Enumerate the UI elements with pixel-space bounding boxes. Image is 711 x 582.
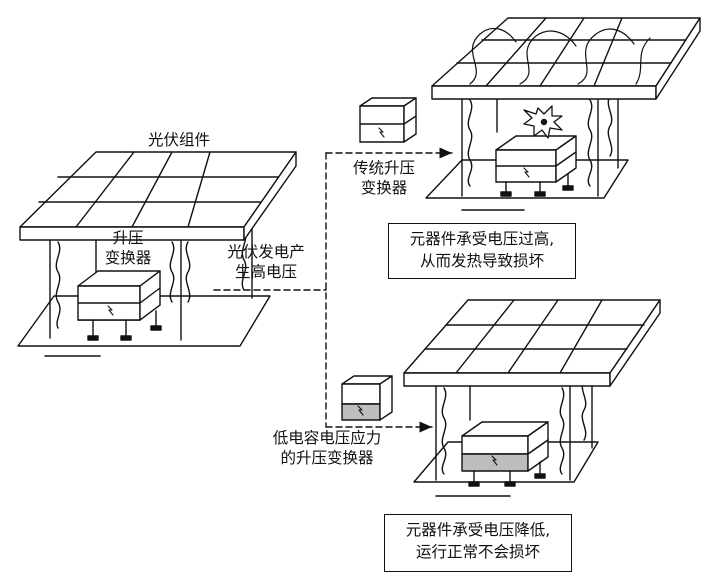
- low-stress-converter-label-line1: 低电容电压应力: [272, 429, 382, 447]
- left-converter-box: [77, 270, 162, 341]
- traditional-converter-small-box: [359, 97, 417, 143]
- damage-result-box: 元器件承受电压过高, 从而发热导致损坏: [388, 223, 576, 279]
- boost-converter-label-line1: 升压: [112, 229, 144, 247]
- pv-high-voltage-label-line1: 光伏发电产: [227, 243, 305, 261]
- traditional-converter-label-line2: 变换器: [360, 179, 408, 197]
- boost-converter-label: 升压 变换器: [98, 228, 158, 268]
- top-right-pv-system: [425, 17, 701, 211]
- traditional-converter-label-line1: 传统升压: [352, 159, 415, 177]
- boost-converter-label-line2: 变换器: [104, 249, 152, 267]
- low-stress-converter-label-line2: 的升压变换器: [280, 449, 374, 467]
- pv-high-voltage-label-line2: 生高电压: [234, 263, 297, 281]
- normal-result-line2: 运行正常不会损坏: [415, 543, 540, 561]
- damage-result-line1: 元器件承受电压过高,: [409, 230, 555, 248]
- normal-result-line1: 元器件承受电压降低,: [405, 521, 551, 539]
- lightning-icon: [378, 127, 385, 138]
- bottom-right-pv-system: [403, 299, 661, 497]
- low-stress-converter-label: 低电容电压应力 的升压变换器: [252, 428, 402, 468]
- lightning-icon: [357, 405, 364, 416]
- flow-arrows: [213, 147, 453, 433]
- left-pv-system: [17, 151, 297, 357]
- normal-result-box: 元器件承受电压降低, 运行正常不会损坏: [384, 514, 572, 572]
- damaged-converter-box: [495, 135, 577, 197]
- damage-result-line2: 从而发热导致损坏: [419, 252, 544, 270]
- low-stress-converter-box: [461, 421, 549, 487]
- pv-module-label: 光伏组件: [148, 131, 211, 149]
- pv-high-voltage-label: 光伏发电产 生高电压: [210, 242, 322, 282]
- traditional-converter-label: 传统升压 变换器: [334, 158, 434, 198]
- low-stress-converter-small-box: [341, 375, 393, 421]
